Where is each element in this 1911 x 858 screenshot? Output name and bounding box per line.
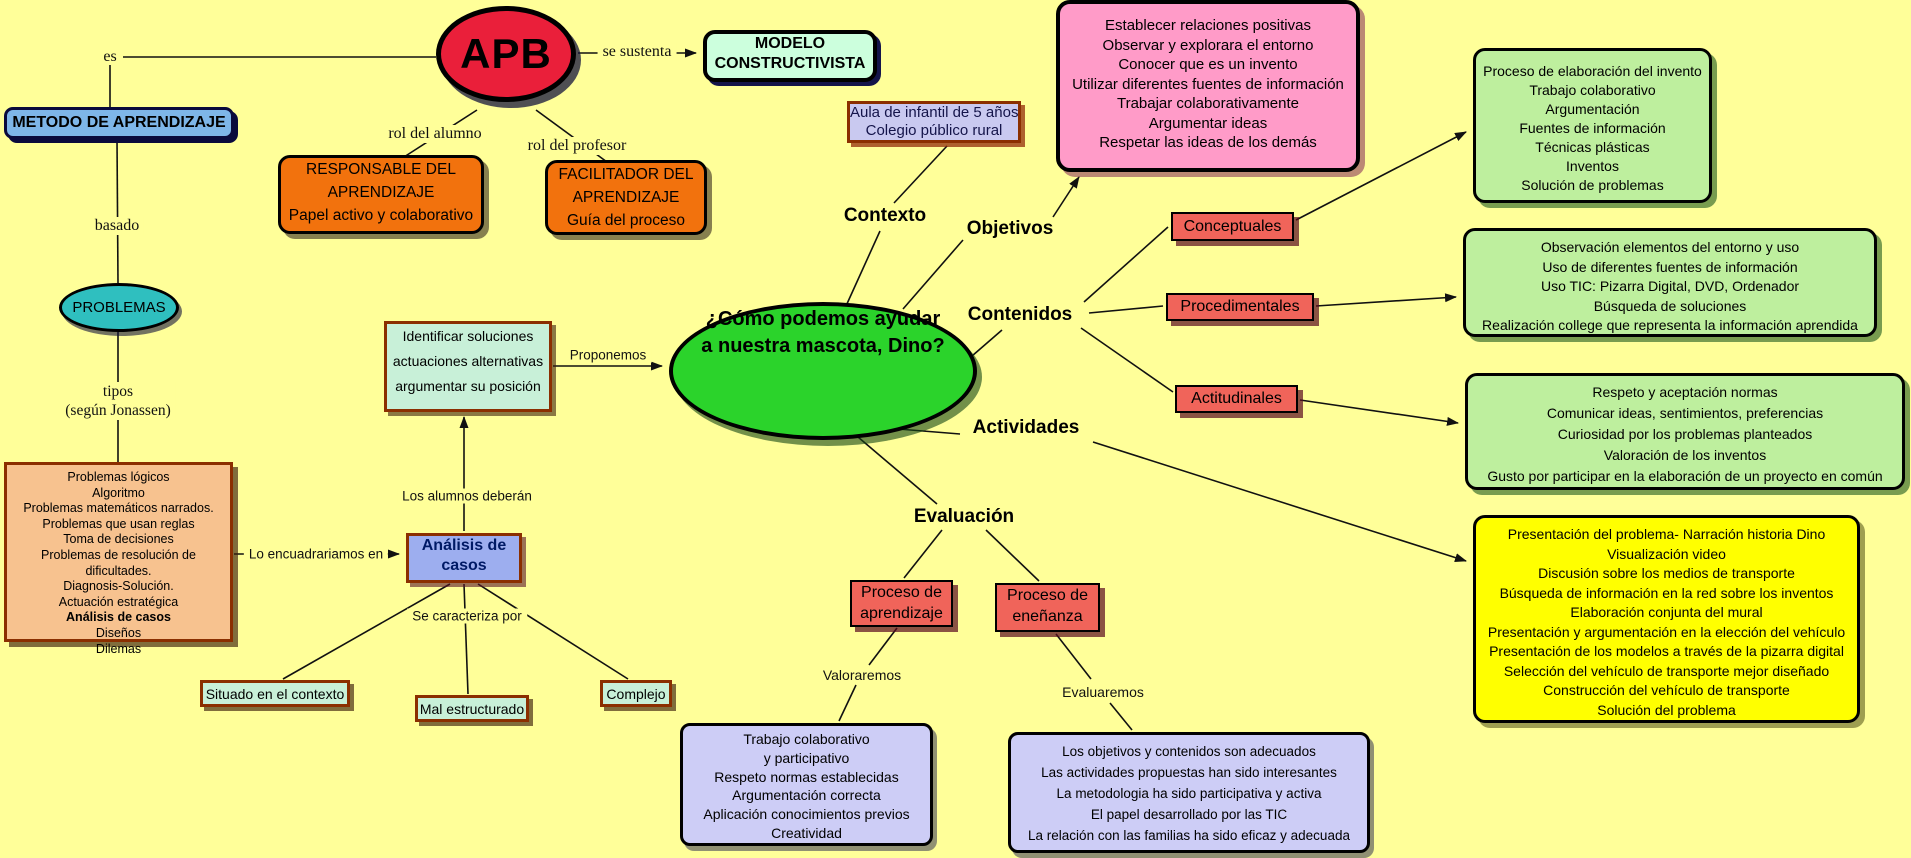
link-label-valoraremos: Valoraremos xyxy=(822,667,902,683)
node-apb[interactable]: APB xyxy=(436,6,576,102)
node-actitudinales[interactable]: Actitudinales xyxy=(1175,385,1298,413)
link-label-rol-del-profesor: rol del profesor xyxy=(522,137,632,155)
branch-label-objetivos: Objetivos xyxy=(966,218,1054,239)
branch-label-actividades: Actividades xyxy=(972,417,1080,438)
branch-label-evaluacion: Evaluación xyxy=(913,506,1015,527)
branch-label-contenidos: Contenidos xyxy=(967,304,1073,325)
branch-label-contexto: Contexto xyxy=(843,205,927,226)
link-label-tipos-segun-jonassen: tipos(según Jonassen) xyxy=(60,382,176,420)
link-label-se-sustenta: se sustenta xyxy=(597,43,677,61)
node-complejo[interactable]: Complejo xyxy=(600,680,672,707)
node-procedimentales[interactable]: Procedimentales xyxy=(1166,293,1314,321)
node-conceptuales[interactable]: Conceptuales xyxy=(1171,212,1294,241)
link-label-evaluaremos: Evaluaremos xyxy=(1062,684,1144,700)
node-situado-en-el-contexto[interactable]: Situado en el contexto xyxy=(200,680,350,707)
node-actividades-lista[interactable]: Presentación del problema- Narración his… xyxy=(1473,515,1860,723)
link-label-basado: basado xyxy=(89,217,145,235)
node-evaluaremos-lista[interactable]: Los objetivos y contenidos son adecuados… xyxy=(1008,732,1370,853)
link-label-rol-del-alumno: rol del alumno xyxy=(383,125,487,143)
link-label-es: es xyxy=(103,48,117,65)
node-mal-estructurado[interactable]: Mal estructurado xyxy=(415,695,529,722)
node-metodo-de-aprendizaje[interactable]: METODO DE APRENDIZAJE xyxy=(4,107,234,139)
link-label-proponemos: Proponemos xyxy=(564,347,652,363)
link-label-los-alumnos-deberan: Los alumnos deberán xyxy=(397,488,537,504)
link-label-lo-encuadrariamos-en: Lo encuadrariamos en xyxy=(243,546,389,562)
node-problemas[interactable]: PROBLEMAS xyxy=(59,283,179,332)
link-label-se-caracteriza-por: Se caracteriza por xyxy=(407,608,527,624)
